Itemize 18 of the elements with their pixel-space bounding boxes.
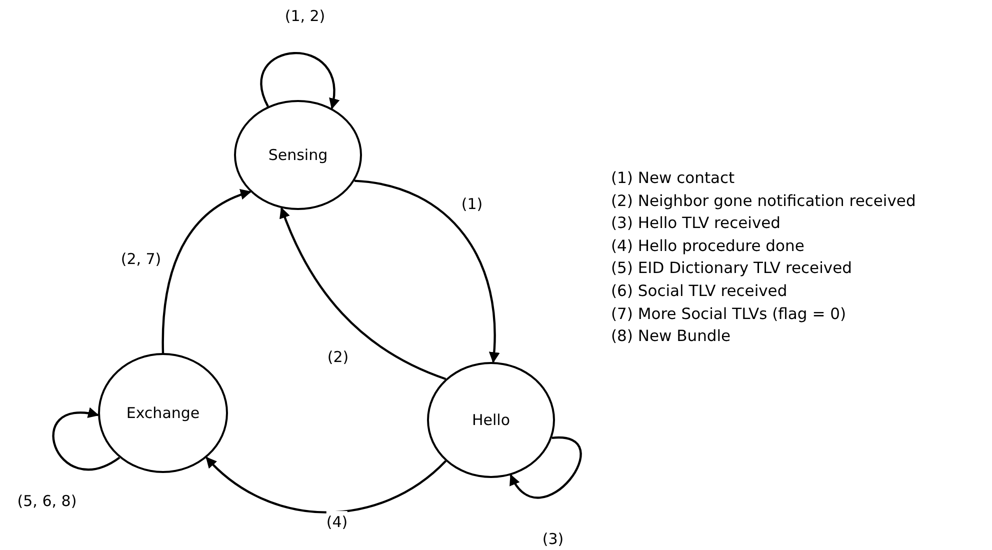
legend-note: (8) New Bundle — [611, 326, 732, 348]
legend-note: (5) EID Dictionary TLV received — [611, 258, 853, 280]
arrow — [52, 408, 120, 471]
legend-note: (7) More Social TLVs (flag = 0) — [611, 304, 848, 325]
legend-note: (4) Hello procedure done — [611, 236, 806, 257]
arrow — [354, 180, 500, 364]
arrow — [280, 207, 446, 380]
legend-note: (6) Social TLV received — [611, 280, 788, 302]
legend-note: (1) New contact — [611, 168, 736, 189]
state-name: Exchange — [126, 402, 200, 424]
state-name: Sensing — [268, 144, 328, 166]
arrow — [162, 190, 252, 353]
legend-note: (3) Hello TLV received — [611, 213, 782, 234]
arrow — [260, 52, 339, 110]
state-name: Hello — [472, 410, 510, 431]
arrow — [206, 456, 446, 514]
legend-note: (2) Neighbor gone notification received — [611, 190, 916, 212]
arrow — [510, 436, 582, 499]
